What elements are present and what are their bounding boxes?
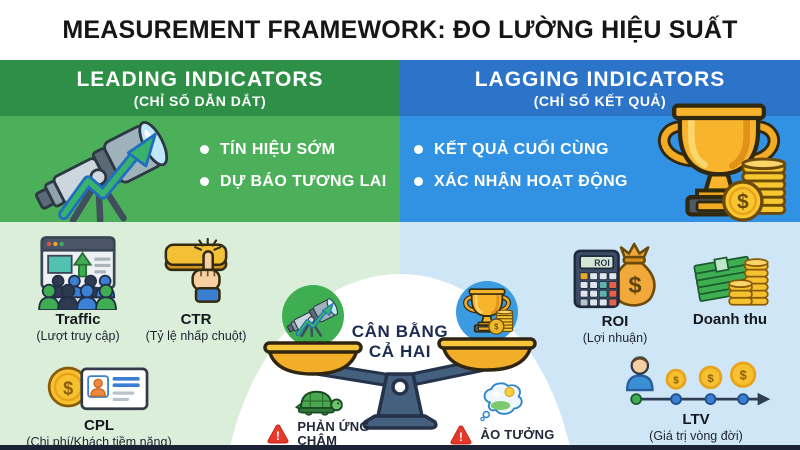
lagging-bullet-2-text: XÁC NHẬN HOẠT ĐỘNG xyxy=(434,172,628,190)
leading-bullet-2-text: DỰ BÁO TƯƠNG LAI xyxy=(220,172,387,190)
coin-id-card-icon xyxy=(45,358,153,416)
balance-caption-line2: CẢ HAI xyxy=(368,342,432,362)
metric-roi-desc: (Lợi nhuận) xyxy=(582,331,648,346)
calculator-money-bag-icon xyxy=(569,230,661,312)
slow-reaction-row: PHẢN ỨNG CHẬM xyxy=(266,419,370,449)
trophy-coins-icon xyxy=(642,98,796,222)
leading-bullet-1-text: TÍN HIỆU SỚM xyxy=(220,140,336,158)
telescope-growth-arrow-icon xyxy=(8,110,198,222)
daydream-cloud-icon xyxy=(479,380,525,422)
warning-triangle-icon xyxy=(266,423,290,445)
metric-ctr: CTR (Tỷ lệ nhấp chuột) xyxy=(136,238,256,344)
slow-reaction-text: PHẢN ỨNG CHẬM xyxy=(297,419,370,449)
lagging-subtitle: (CHỈ SỐ KẾT QUẢ) xyxy=(533,92,667,109)
lagging-bullet-2: XÁC NHẬN HOẠT ĐỘNG xyxy=(414,170,628,193)
slow-reaction-warning: PHẢN ỨNG CHẬM xyxy=(248,384,388,448)
metric-doanh-thu: Doanh thu xyxy=(668,238,792,328)
balance-caption-line1: CÂN BẰNG xyxy=(351,322,449,341)
metric-traffic-desc: (Lượt truy cập) xyxy=(36,329,120,344)
metric-roi: ROI (Lợi nhuận) xyxy=(556,230,674,346)
turtle-icon xyxy=(293,384,343,418)
metric-ctr-name: CTR xyxy=(180,311,212,328)
metric-cpl-desc: (Chi phí/Khách tiềm năng) xyxy=(26,435,172,450)
metric-cpl: CPL (Chi phí/Khách tiềm năng) xyxy=(10,358,188,450)
illusion-row: ẢO TƯỞNG xyxy=(449,424,554,446)
lagging-bullets: KẾT QUẢ CUỐI CÙNG XÁC NHẬN HOẠT ĐỘNG xyxy=(414,138,628,193)
metric-ltv: LTV (Giá trị vòng đời) xyxy=(606,352,786,444)
metric-ltv-desc: (Giá trị vòng đời) xyxy=(649,429,743,444)
bullet-dot xyxy=(414,145,423,154)
lagging-bullet-1-text: KẾT QUẢ CUỐI CÙNG xyxy=(434,140,609,158)
leading-subtitle: (CHỈ SỐ DẪN DẮT) xyxy=(133,92,267,109)
leading-title: LEADING INDICATORS xyxy=(76,67,324,91)
lagging-bullet-1: KẾT QUẢ CUỐI CÙNG xyxy=(414,138,628,161)
illusion-warning: ẢO TƯỞNG xyxy=(436,380,568,446)
balance-scale-icon xyxy=(263,281,537,430)
metric-doanh-thu-name: Doanh thu xyxy=(692,311,768,328)
lagging-title: LAGGING INDICATORS xyxy=(474,67,726,91)
metric-traffic-name: Traffic xyxy=(55,311,101,328)
metric-ctr-desc: (Tỷ lệ nhấp chuột) xyxy=(145,329,247,344)
cash-stack-coins-icon xyxy=(687,238,773,310)
bullet-dot xyxy=(200,177,209,186)
leading-header: LEADING INDICATORS (CHỈ SỐ DẪN DẮT) xyxy=(0,60,400,116)
metric-traffic: Traffic (Lượt truy cập) xyxy=(14,234,142,344)
balance-caption: CÂN BẰNG CẢ HAI xyxy=(330,322,470,362)
illusion-text: ẢO TƯỞNG xyxy=(480,426,555,442)
title-bar: MEASUREMENT FRAMEWORK: ĐO LƯỜNG HIỆU SUẤ… xyxy=(0,0,800,60)
lagging-header: LAGGING INDICATORS (CHỈ SỐ KẾT QUẢ) xyxy=(400,60,800,116)
page-title: MEASUREMENT FRAMEWORK: ĐO LƯỜNG HIỆU SUẤ… xyxy=(62,15,738,44)
bullet-dot xyxy=(200,145,209,154)
leading-bullet-2: DỰ BÁO TƯƠNG LAI xyxy=(200,170,387,193)
metric-roi-name: ROI xyxy=(601,313,629,330)
leading-bullets: TÍN HIỆU SỚM DỰ BÁO TƯƠNG LAI xyxy=(200,138,387,193)
metric-cpl-name: CPL xyxy=(84,417,114,434)
customer-timeline-coins-icon xyxy=(616,352,776,410)
footer-strip xyxy=(0,445,800,450)
metric-ltv-name: LTV xyxy=(682,411,710,428)
leading-bullet-1: TÍN HIỆU SỚM xyxy=(200,138,387,161)
slow-reaction-line2: CHẬM xyxy=(297,433,338,449)
bullet-dot xyxy=(414,177,423,186)
slow-reaction-line1: PHẢN ỨNG xyxy=(297,419,370,434)
browser-audience-icon xyxy=(36,234,120,310)
warning-triangle-icon xyxy=(449,424,473,446)
